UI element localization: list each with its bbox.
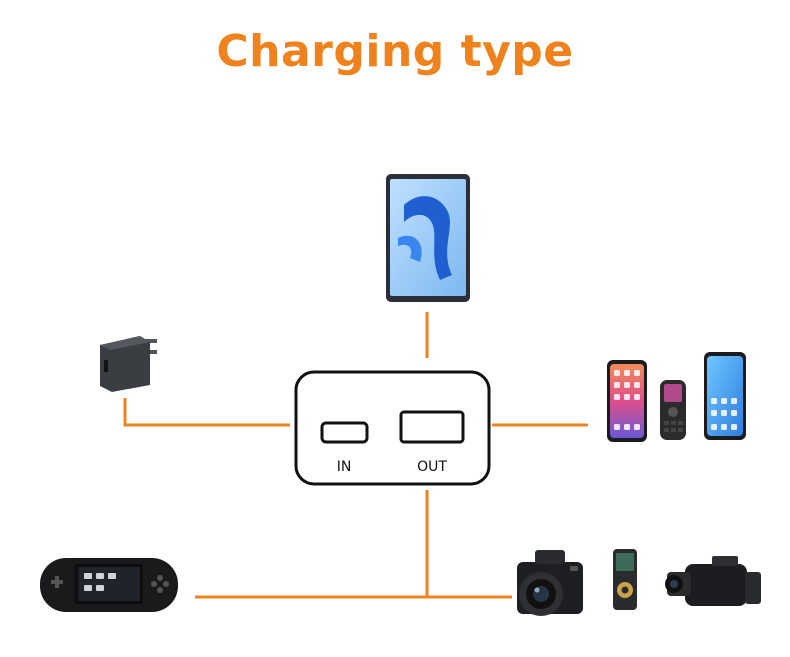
wall-charger-icon: [100, 336, 157, 392]
hub-body: [294, 370, 491, 486]
phones-icon: [607, 352, 746, 442]
page-title: Charging type: [216, 26, 574, 77]
camcorder-icon: [665, 556, 761, 606]
usb-c-port-icon: [320, 421, 369, 444]
connector-lines: [123, 312, 588, 599]
tablet-icon: [386, 174, 470, 302]
in-label: IN: [337, 459, 352, 475]
mp3-player-icon: [613, 549, 637, 610]
line-charger: [123, 398, 290, 427]
camera-icon: [517, 550, 583, 616]
out-label: OUT: [417, 459, 447, 475]
handheld-console-icon: [40, 558, 178, 612]
usb-a-port-icon: [399, 410, 465, 444]
power-bank-hub: IN OUT: [294, 370, 491, 486]
